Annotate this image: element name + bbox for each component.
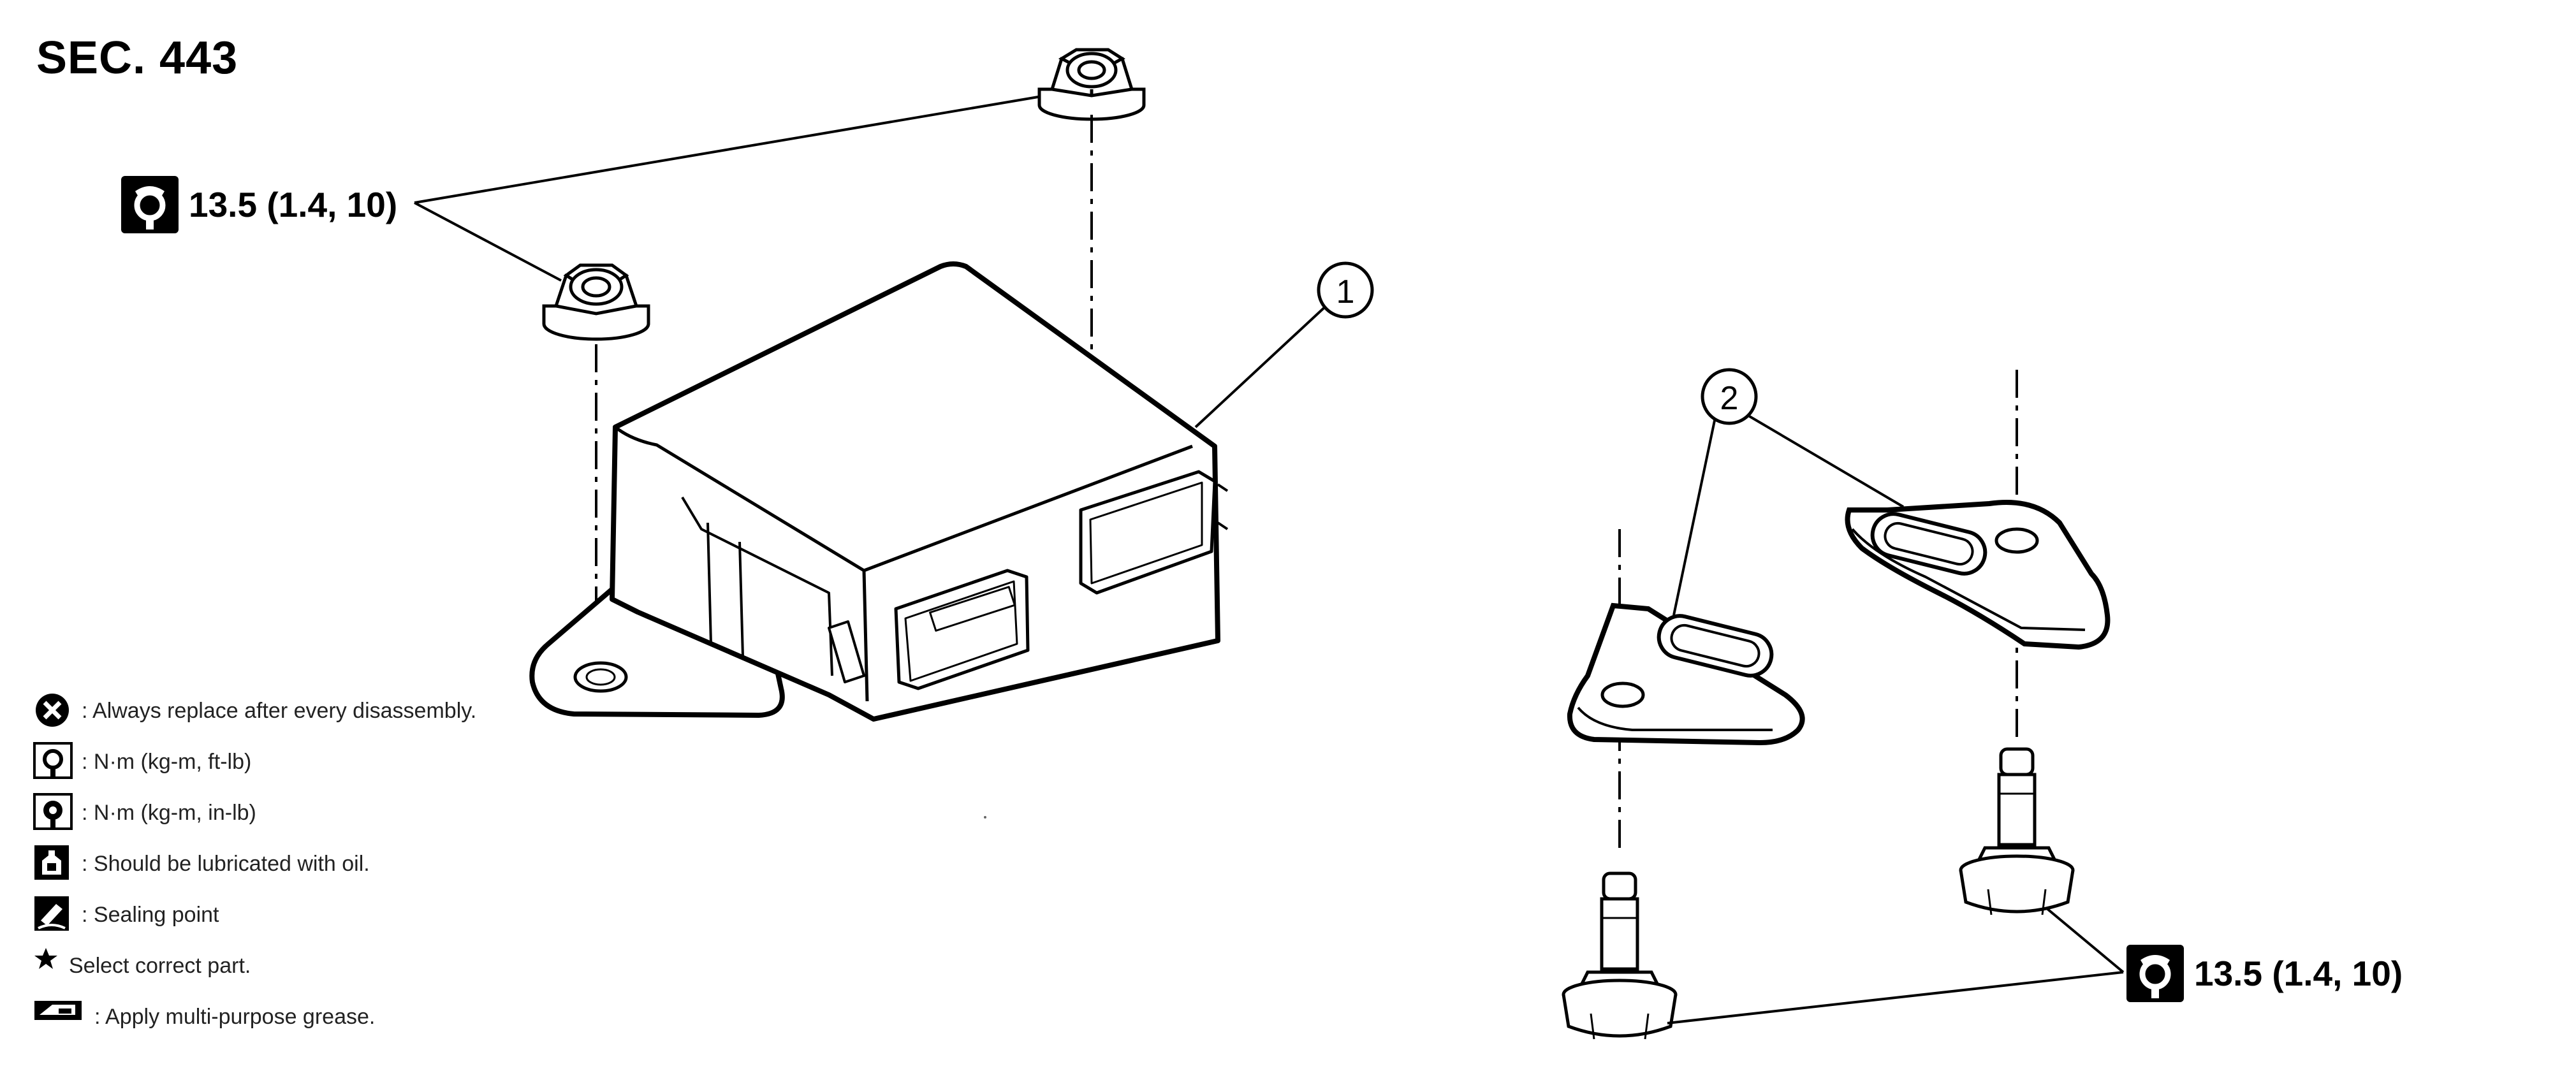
mounting-pad-left [1567, 602, 1805, 746]
torque-value-top: 13.5 (1.4, 10) [189, 185, 398, 224]
torque-spec-bottom: 13.5 (1.4, 10) [2126, 945, 2403, 1002]
torque-spec-top: 13.5 (1.4, 10) [121, 176, 397, 233]
oil-can-icon [33, 844, 78, 884]
grease-icon [33, 997, 91, 1037]
legend-row-grease: : Apply multi-purpose grease. [33, 991, 607, 1042]
torque-ft-lb-icon [33, 742, 78, 782]
flange-nut-upper [1037, 48, 1146, 121]
callout-number-1: 1 [1336, 273, 1355, 310]
callout-item-2: 2 [1701, 368, 1758, 425]
legend-text-select-part: Select correct part. [69, 953, 251, 978]
sealing-point-icon [33, 895, 78, 935]
callout-item-1: 1 [1317, 261, 1374, 319]
callout-number-2: 2 [1720, 380, 1739, 417]
legend-text-always-replace: : Always replace after every disassembly… [82, 698, 477, 723]
control-unit-housing [529, 261, 1229, 722]
legend-text-torque-ft-lb: : N·m (kg-m, ft-lb) [82, 749, 252, 774]
legend-row-always-replace: : Always replace after every disassembly… [33, 685, 607, 736]
torque-in-lb-icon [33, 793, 78, 833]
torque-value-bottom: 13.5 (1.4, 10) [2194, 954, 2403, 993]
torque-leader-lines-bottom [1667, 907, 2125, 1024]
wrench-torque-icon [2126, 945, 2184, 1002]
legend-row-torque-ft-lb: : N·m (kg-m, ft-lb) [33, 736, 607, 787]
legend-row-lubricate-oil: : Should be lubricated with oil. [33, 838, 607, 889]
flange-nut-lower [542, 263, 650, 341]
wrench-torque-icon [121, 176, 179, 233]
legend-row-torque-in-lb: : N·m (kg-m, in-lb) [33, 787, 607, 838]
legend-row-sealing-point: : Sealing point [33, 889, 607, 940]
star-icon [33, 946, 65, 986]
section-title: SEC. 443 [36, 33, 238, 84]
mounting-pad-right [1845, 500, 2111, 650]
legend-text-sealing-point: : Sealing point [82, 902, 219, 927]
flange-bolt-left [1562, 871, 1678, 1040]
leader-line-item-1 [1194, 302, 1331, 428]
legend-row-select-part: Select correct part. [33, 940, 607, 991]
always-replace-icon [33, 691, 78, 731]
symbol-legend: : Always replace after every disassembly… [33, 685, 607, 1042]
legend-text-lubricate-oil: : Should be lubricated with oil. [82, 851, 370, 876]
leader-lines-item-2 [1672, 410, 1905, 616]
torque-leader-lines-top [414, 94, 1046, 282]
flange-bolt-right [1959, 747, 2075, 915]
legend-text-grease: : Apply multi-purpose grease. [94, 1004, 376, 1029]
legend-text-torque-in-lb: : N·m (kg-m, in-lb) [82, 800, 256, 825]
